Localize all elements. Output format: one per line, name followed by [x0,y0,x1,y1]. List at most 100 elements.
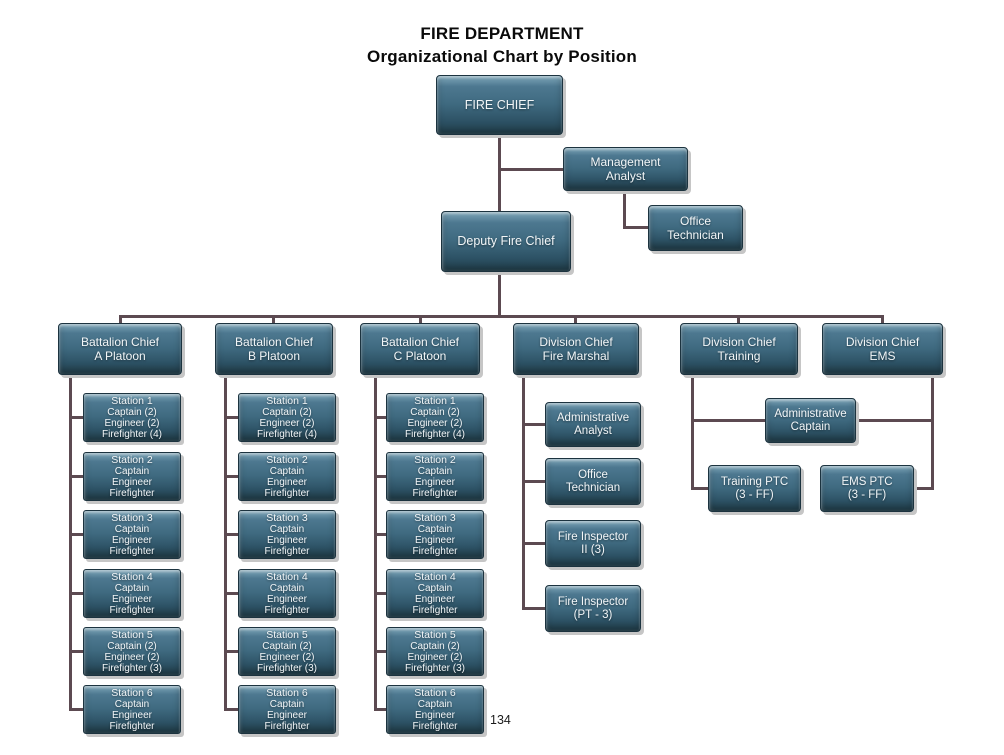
connector-drop-battalion-a [119,315,122,325]
node-label-line1: Battalion Chief [380,335,460,349]
connector-trunk-a [69,375,72,711]
station-title: Station 4 [414,570,456,583]
station-role: Captain [114,465,150,477]
node-station-b5: Station 5 Captain (2) Engineer (2) Firef… [238,627,336,676]
station-role: Engineer [266,593,308,605]
station-role: Captain [417,698,453,710]
node-label-line1: Battalion Chief [234,335,314,349]
node-label-line1: EMS PTC [841,475,893,488]
station-role: Engineer (2) [407,651,463,663]
node-label-line2: B Platoon [247,349,301,363]
station-role: Firefighter [412,545,458,557]
station-role: Engineer [111,534,153,546]
station-role: Engineer (2) [259,417,315,429]
connector-elbow-b3 [224,533,238,536]
station-role: Engineer [414,593,456,605]
node-label-line1: Administrative [774,407,847,420]
node-administrative-analyst: Administrative Analyst [545,402,641,447]
node-label: FIRE CHIEF [464,97,535,112]
station-role: Firefighter [264,487,310,499]
connector-drop-battalion-b [272,315,275,325]
station-role: Firefighter (3) [256,662,317,674]
connector-elbow-c4 [374,592,386,595]
station-role: Firefighter (4) [404,428,465,440]
connector-elbow-fm1 [522,423,545,426]
node-label-line2: II (3) [581,543,605,556]
station-title: Station 5 [111,628,153,641]
node-station-c1: Station 1 Captain (2) Engineer (2) Firef… [386,393,484,442]
node-station-c4: Station 4 Captain Engineer Firefighter [386,569,484,618]
node-management-analyst: Management Analyst [563,147,688,191]
connector-elbow-a2 [69,475,83,478]
station-role: Engineer [111,709,153,721]
station-role: Captain [269,698,305,710]
station-role: Firefighter [264,545,310,557]
station-role: Firefighter [412,487,458,499]
node-station-a1: Station 1 Captain (2) Engineer (2) Firef… [83,393,181,442]
connector-office-technician-horizontal [623,226,648,229]
connector-elbow-fm3 [522,542,545,545]
station-role: Firefighter [412,604,458,616]
connector-trunk-ems [931,375,934,490]
station-role: Captain [417,582,453,594]
station-role: Captain [417,465,453,477]
connector-elbow-training-ptc [691,487,708,490]
node-division-chief-training: Division Chief Training [680,323,798,375]
station-role: Firefighter [412,720,458,732]
station-title: Station 2 [111,453,153,466]
node-fire-inspector-ii: Fire Inspector II (3) [545,520,641,567]
node-fire-chief: FIRE CHIEF [436,75,563,135]
node-office-technician-fire-marshal: Office Technician [545,458,641,505]
node-label-line2: (PT - 3) [573,608,613,621]
station-role: Firefighter (3) [101,662,162,674]
connector-elbow-a5 [69,650,83,653]
node-label-line1: Division Chief [539,335,613,349]
node-station-a6: Station 6 Captain Engineer Firefighter [83,685,181,734]
connector-trunk-b [224,375,227,711]
station-role: Engineer (2) [407,417,463,429]
station-role: Firefighter [264,604,310,616]
node-label-line2: Training [717,349,761,363]
node-label-line1: Training PTC [720,475,789,488]
station-role: Firefighter [109,545,155,557]
node-label-line2: Technician [565,481,621,494]
station-role: Engineer (2) [104,651,160,663]
node-label-line2: A Platoon [94,349,146,363]
node-label-line1: Fire Inspector [557,595,629,608]
station-role: Engineer [414,534,456,546]
node-division-chief-ems: Division Chief EMS [822,323,943,375]
station-role: Captain (2) [107,406,157,418]
node-division-chief-fire-marshal: Division Chief Fire Marshal [513,323,639,375]
station-role: Captain (2) [107,640,157,652]
connector-elbow-c3 [374,533,386,536]
connector-drop-battalion-c [419,315,422,325]
node-station-c3: Station 3 Captain Engineer Firefighter [386,510,484,559]
connector-elbow-b2 [224,475,238,478]
station-title: Station 3 [414,511,456,524]
station-title: Station 1 [266,394,308,407]
node-ems-ptc: EMS PTC (3 - FF) [820,465,914,512]
node-label-line2: Analyst [605,169,646,183]
station-role: Captain [269,582,305,594]
station-role: Engineer [414,709,456,721]
station-role: Captain (2) [410,640,460,652]
node-training-ptc: Training PTC (3 - FF) [708,465,801,512]
station-role: Captain [269,523,305,535]
node-station-b1: Station 1 Captain (2) Engineer (2) Firef… [238,393,336,442]
node-label-line1: Office [679,214,712,228]
connector-drop-ems [881,315,884,325]
node-station-a5: Station 5 Captain (2) Engineer (2) Firef… [83,627,181,676]
node-label-line1: Division Chief [845,335,920,349]
node-label-line2: EMS [869,349,896,363]
station-role: Firefighter [109,720,155,732]
node-administrative-captain: Administrative Captain [765,398,856,443]
connector-elbow-a4 [69,592,83,595]
connector-office-technician-vertical [623,190,626,229]
station-role: Engineer [266,534,308,546]
node-label-line1: Fire Inspector [557,530,629,543]
node-label-line2: Fire Marshal [542,349,610,363]
node-label-line1: Management [590,155,661,169]
connector-elbow-b5 [224,650,238,653]
station-role: Captain (2) [410,406,460,418]
